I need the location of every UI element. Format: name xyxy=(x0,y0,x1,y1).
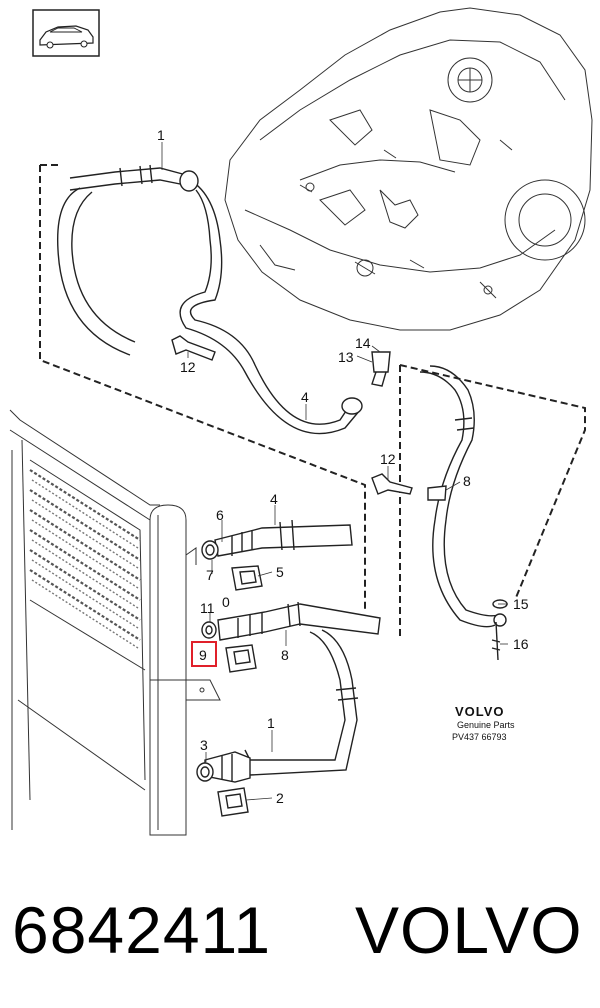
parts-diagram: 1 12 4 14 13 12 8 4 6 7 5 0 11 9 8 15 16… xyxy=(9,7,593,836)
leader-lines xyxy=(161,142,508,801)
callout-2: 2 xyxy=(276,790,284,806)
callout-4-upper: 4 xyxy=(301,389,309,405)
callout-1-upper: 1 xyxy=(157,127,165,143)
caption-bar: 6842411 VOLVO xyxy=(0,880,600,980)
callout-14: 14 xyxy=(355,335,371,351)
stamp-line2: PV437 66793 xyxy=(452,732,507,742)
hose-assemblies xyxy=(56,164,508,817)
stamp-brand: VOLVO xyxy=(455,704,505,719)
callout-12-upper: 12 xyxy=(180,359,196,375)
callout-0: 0 xyxy=(222,594,230,610)
callout-8-right: 8 xyxy=(463,473,471,489)
radiator xyxy=(9,409,221,836)
callout-6: 6 xyxy=(216,507,224,523)
transmission-housing xyxy=(224,7,593,331)
callout-5: 5 xyxy=(276,564,284,580)
callout-3: 3 xyxy=(200,737,208,753)
stamp-line1: Genuine Parts xyxy=(457,720,515,730)
callout-1-lower: 1 xyxy=(267,715,275,731)
callout-labels: 1 12 4 14 13 12 8 4 6 7 5 0 11 9 8 15 16… xyxy=(157,127,529,806)
callout-16: 16 xyxy=(513,636,529,652)
callout-12-right: 12 xyxy=(380,451,396,467)
callout-11: 11 xyxy=(200,600,215,616)
car-thumbnail-icon xyxy=(32,9,100,57)
callout-7: 7 xyxy=(206,567,214,583)
callout-4-lower: 4 xyxy=(270,491,278,507)
callout-9: 9 xyxy=(199,647,207,663)
part-number: 6842411 xyxy=(12,893,272,967)
callout-8-lower: 8 xyxy=(281,647,289,663)
volvo-stamp: VOLVO Genuine Parts PV437 66793 xyxy=(452,704,515,742)
callout-13: 13 xyxy=(338,349,354,365)
brand-name: VOLVO xyxy=(355,893,583,967)
callout-15: 15 xyxy=(513,596,529,612)
assembly-boundaries xyxy=(39,164,586,640)
highlighted-callout-9: 9 xyxy=(191,641,217,667)
